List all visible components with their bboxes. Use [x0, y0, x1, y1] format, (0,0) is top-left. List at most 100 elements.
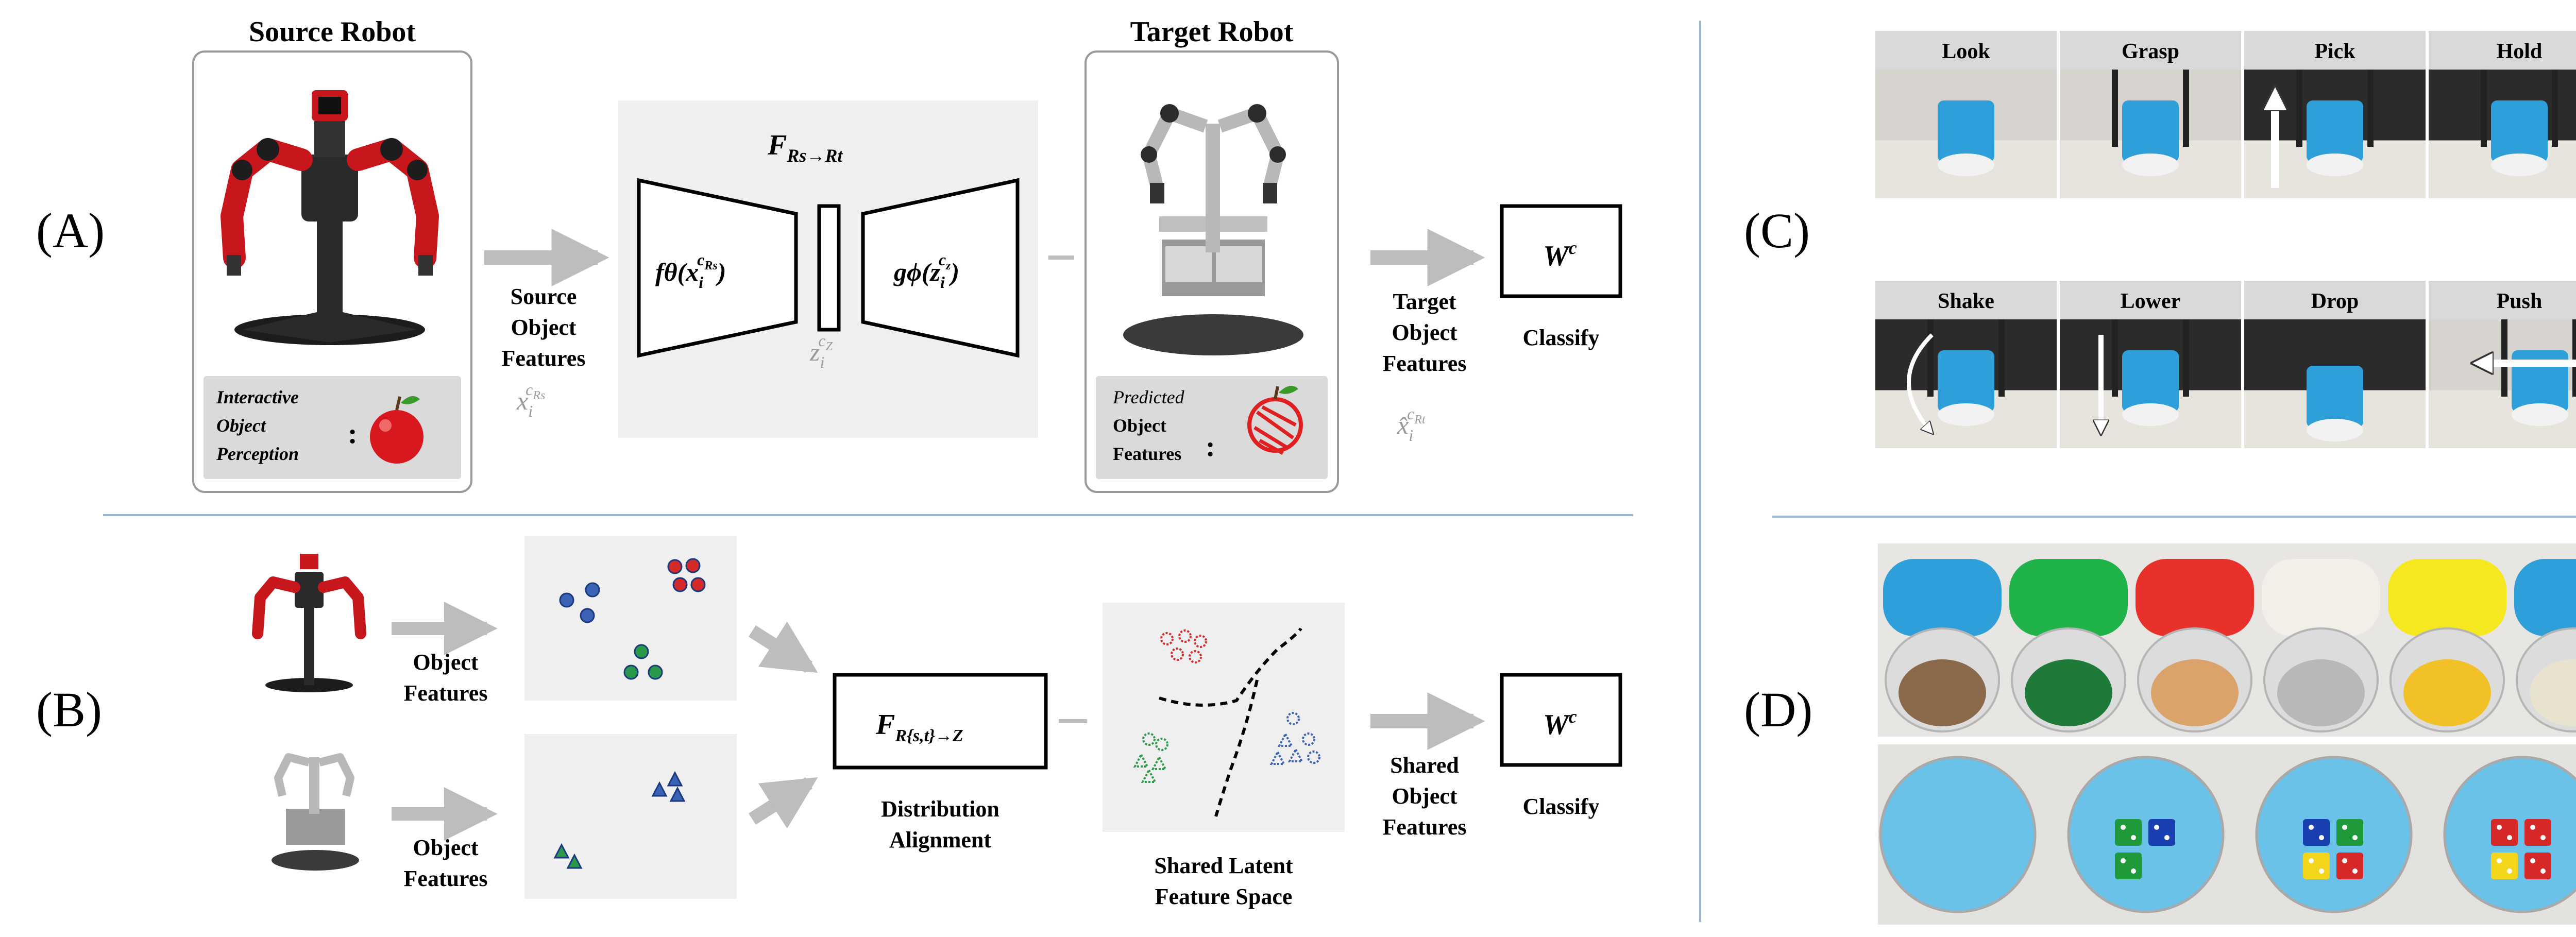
- latent-text-2: Feature Space: [1155, 884, 1293, 909]
- target-feature-space: [524, 734, 737, 899]
- gripper-finger: [2501, 319, 2507, 397]
- die-pip: [2154, 825, 2159, 830]
- die-pip: [2131, 835, 2136, 840]
- source-robot-thumb: [252, 554, 366, 692]
- container-lid: [1883, 559, 2002, 636]
- gripper-finger: [1998, 319, 2005, 397]
- die-pip: [2497, 858, 2502, 863]
- perception-text-3: Perception: [216, 444, 299, 464]
- predicted-text-2: Object: [1113, 415, 1166, 436]
- classifier-symbol-b: Wc: [1543, 706, 1577, 741]
- latent-code-symbol: zicZ: [809, 331, 833, 371]
- arrow-source-space-to-align: [749, 621, 818, 673]
- alignment-text-1: Distribution: [881, 796, 999, 822]
- panel-a: (A) Source Robot Interactive Object Perc…: [36, 16, 1622, 493]
- predicted-text-3: Features: [1113, 444, 1181, 464]
- die-pip: [2530, 858, 2535, 863]
- target-features-text-2: Object: [1392, 320, 1457, 345]
- die: [2336, 819, 2363, 846]
- target-clusters: [553, 771, 686, 869]
- container-lid: [2009, 559, 2128, 636]
- target-robot-title: Target Robot: [1130, 16, 1294, 48]
- target-features-symbol: x̂icRt: [1397, 404, 1426, 445]
- panel-d-label: (D): [1744, 682, 1812, 737]
- panel-a-label: (A): [36, 203, 105, 258]
- container-contents: [2530, 659, 2576, 726]
- container-6: [2514, 559, 2576, 732]
- shared-latent-space: [1103, 603, 1345, 832]
- behavior-header: [2244, 31, 2426, 70]
- gripper-finger: [2572, 319, 2576, 397]
- objects-row-bottom: [1879, 756, 2576, 913]
- gripper-finger: [2112, 319, 2118, 397]
- apple-icon: [370, 396, 423, 464]
- die-pip: [2121, 825, 2126, 830]
- object-features-1-text-2: Features: [404, 680, 488, 706]
- behavior-header: [2244, 281, 2426, 319]
- behavior-header: [1875, 281, 2057, 319]
- decoder-label: gϕ(zicz): [893, 250, 959, 292]
- classify-label-b: Classify: [1522, 794, 1599, 819]
- container-lid: [1938, 154, 1994, 176]
- behavior-tile-lower: Lower: [2060, 281, 2241, 448]
- container-1: [1883, 559, 2002, 732]
- container-lid: [2514, 559, 2576, 636]
- die: [2336, 853, 2363, 879]
- target-robot-image: [1123, 104, 1303, 355]
- mapping-title: FRs→Rt: [767, 129, 843, 166]
- object-features-1-text-1: Object: [413, 650, 478, 675]
- container-3: [2136, 559, 2254, 732]
- source-features-symbol: xicRs: [516, 380, 545, 420]
- behavior-header: [2429, 31, 2576, 70]
- behavior-tile-drop: Drop: [2244, 281, 2426, 448]
- die-pip: [2342, 858, 2347, 863]
- dice-container-body: [2067, 756, 2225, 913]
- container-2: [2009, 559, 2128, 732]
- behavior-header: [2060, 31, 2241, 70]
- container-lid: [2136, 559, 2254, 636]
- container-lid: [2388, 559, 2506, 636]
- behavior-header: [2429, 281, 2576, 319]
- latent-code-bar: [817, 204, 841, 332]
- latent-boundaries: [1159, 627, 1302, 817]
- motion-arrow: [1907, 333, 1932, 433]
- dice-container-3: [2255, 756, 2413, 913]
- source-features-text-1: Source: [511, 284, 577, 309]
- container-lid: [2122, 154, 2179, 176]
- perception-text-1: Interactive: [216, 387, 299, 407]
- gripper-finger: [2112, 70, 2118, 147]
- behavior-tile-push: Push: [2429, 281, 2576, 448]
- behavior-header: [2060, 281, 2241, 319]
- gripper-finger: [2296, 70, 2302, 147]
- target-robot-thumb: [272, 753, 359, 871]
- die-pip: [2540, 868, 2546, 874]
- container: [2122, 350, 2179, 412]
- container-lid: [2122, 403, 2179, 426]
- behavior-label: Pick: [2314, 40, 2355, 63]
- dice-container-4: [2443, 756, 2576, 913]
- container: [2307, 100, 2363, 162]
- object-features-2-text-2: Features: [404, 866, 488, 891]
- target-features-text-3: Features: [1383, 351, 1467, 376]
- container-contents: [2403, 659, 2491, 726]
- perception-colon: :: [348, 418, 358, 450]
- gripper-finger: [2481, 70, 2487, 147]
- shared-features-text-1: Shared: [1390, 753, 1459, 778]
- container-5: [2388, 559, 2506, 732]
- container-lid: [2512, 403, 2568, 426]
- behavior-header: [1875, 31, 2057, 70]
- container-lid: [2262, 559, 2380, 636]
- behavior-tile-pick: Pick: [2244, 31, 2426, 198]
- die-pip: [2540, 835, 2546, 840]
- panel-c-label: (C): [1744, 203, 1810, 258]
- die-pip: [2352, 868, 2358, 874]
- encoder-label: fθ(xicRs): [655, 250, 726, 292]
- behavior-label: Lower: [2121, 289, 2181, 313]
- dice-container-body: [1879, 756, 2037, 913]
- latent-clusters: [1133, 629, 1320, 783]
- container: [1938, 350, 1994, 412]
- behavior-label: Look: [1942, 40, 1990, 63]
- container-contents: [1899, 659, 1986, 726]
- shared-features-text-2: Object: [1392, 783, 1457, 809]
